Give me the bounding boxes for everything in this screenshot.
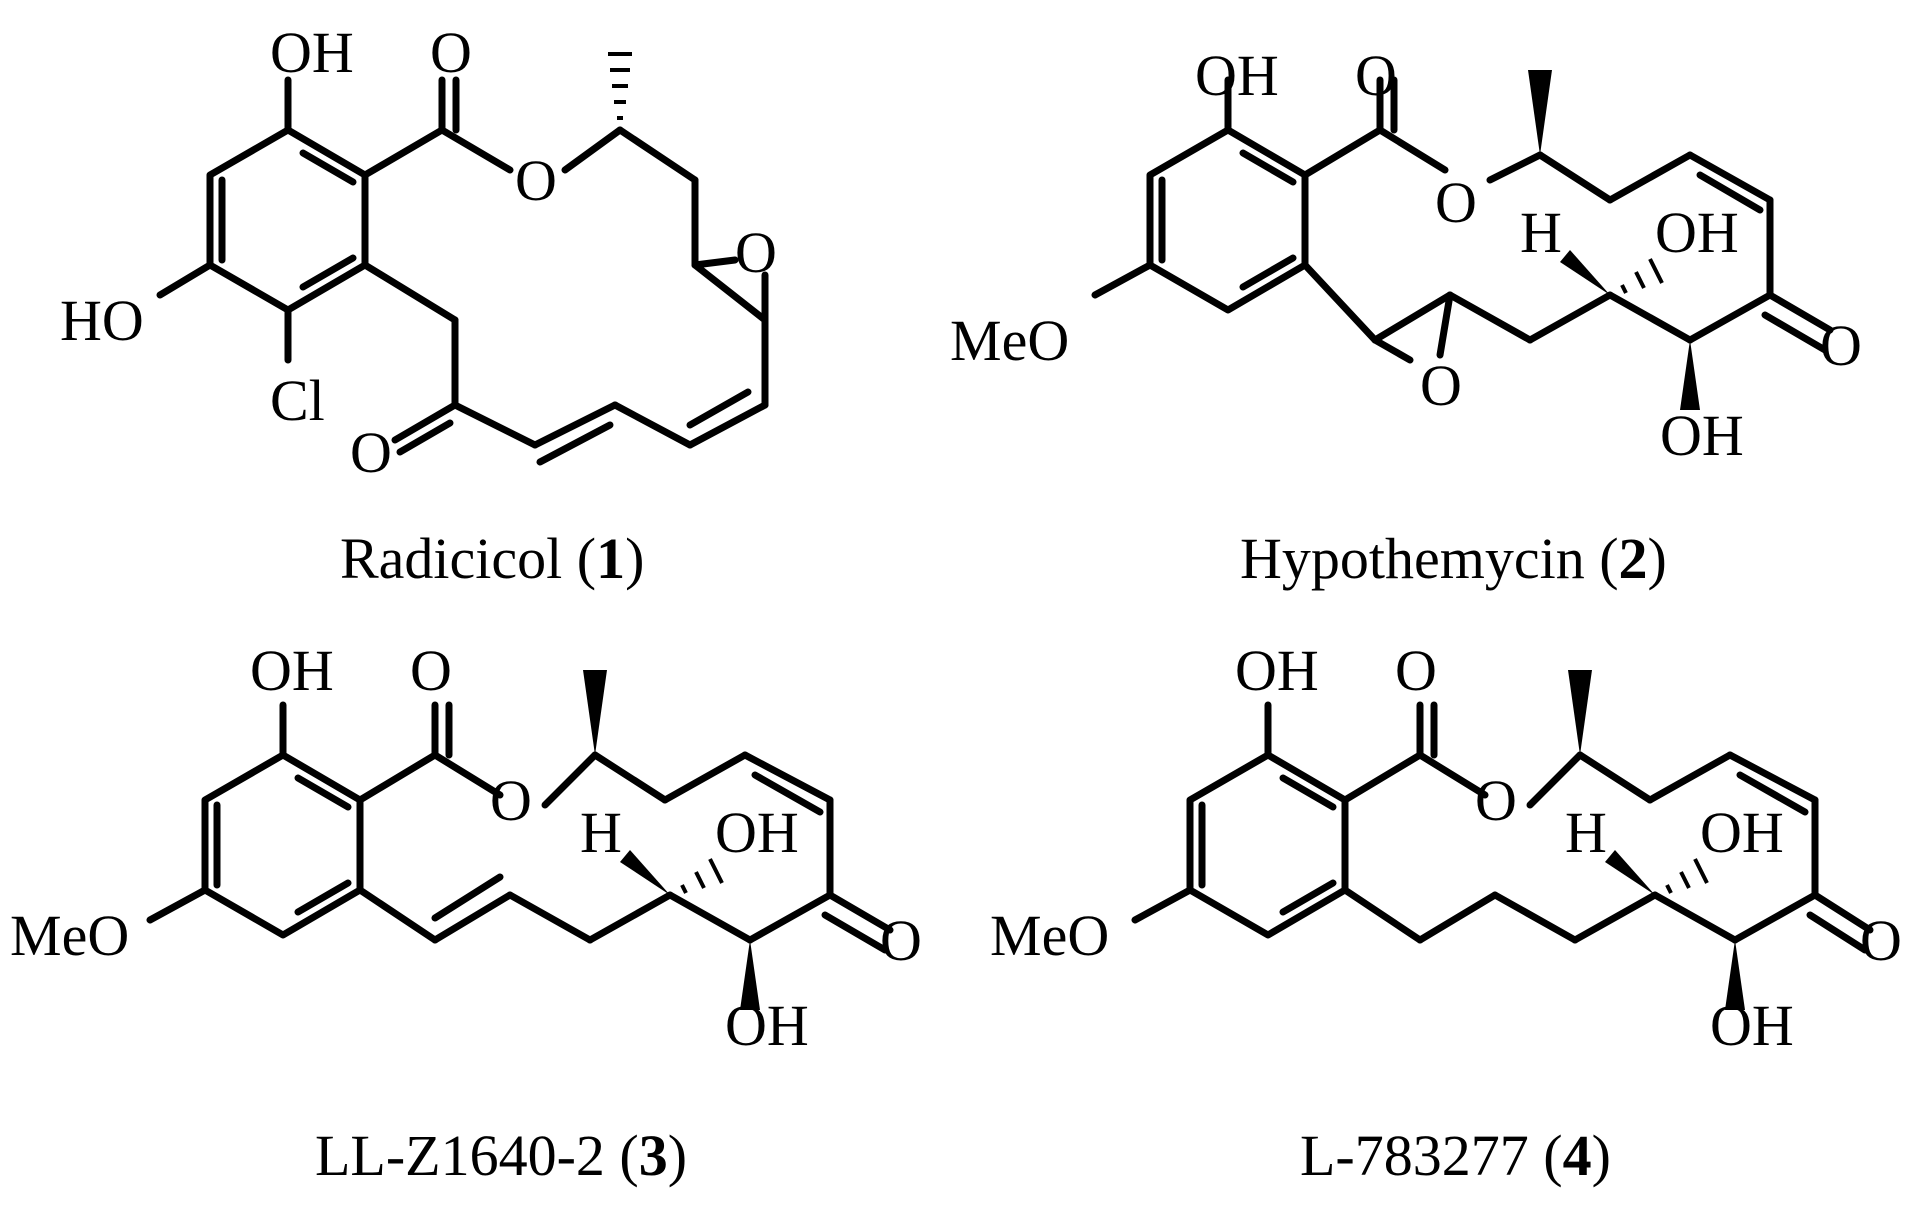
carbonyl-oxygen-label: O [1395, 638, 1437, 703]
ketone-oxygen-label: O [880, 908, 922, 973]
compound-number: 2 [1619, 526, 1648, 591]
structure-radicicol: OH HO Cl O O O O Radicicol (1) [60, 20, 777, 591]
hydroxyl-label: OH [1710, 993, 1794, 1058]
hydrogen-label: H [1565, 800, 1607, 865]
ester-oxygen-label: O [1475, 768, 1517, 833]
structure-l-783277: OH MeO O O H OH O OH L-783277 (4) [990, 638, 1902, 1188]
ketone-oxygen-label: O [350, 420, 392, 485]
hydroxyl-label: OH [250, 638, 334, 703]
compound-name: Radicicol [340, 526, 562, 591]
methoxy-label: MeO [990, 903, 1109, 968]
ketone-oxygen-label: O [1820, 313, 1862, 378]
compound-number: 3 [639, 1123, 668, 1188]
compound-number: 4 [1563, 1123, 1592, 1188]
ester-oxygen-label: O [490, 768, 532, 833]
compound-number: 1 [596, 526, 625, 591]
compound-name: L-783277 [1300, 1123, 1529, 1188]
ketone-oxygen-label: O [1860, 908, 1902, 973]
compound-name: LL-Z1640-2 [315, 1123, 605, 1188]
hydroxyl-label: HO [60, 288, 144, 353]
compound-caption: L-783277 (4) [1300, 1123, 1611, 1188]
carbonyl-oxygen-label: O [430, 20, 472, 85]
hydroxyl-label: OH [715, 800, 799, 865]
hydroxyl-label: OH [1660, 403, 1744, 468]
hydrogen-label: H [1520, 200, 1562, 265]
methoxy-label: MeO [950, 308, 1069, 373]
hydrogen-label: H [580, 800, 622, 865]
epoxide-oxygen-label: O [735, 220, 777, 285]
ester-oxygen-label: O [515, 148, 557, 213]
methoxy-label: MeO [10, 903, 129, 968]
compound-caption: Hypothemycin (2) [1240, 526, 1667, 591]
hydroxyl-label: OH [725, 993, 809, 1058]
carbonyl-oxygen-label: O [1355, 43, 1397, 108]
ester-oxygen-label: O [1435, 170, 1477, 235]
compound-name: Hypothemycin [1240, 526, 1585, 591]
carbonyl-oxygen-label: O [410, 638, 452, 703]
chlorine-label: Cl [270, 368, 325, 433]
hydroxyl-label: OH [1235, 638, 1319, 703]
epoxide-oxygen-label: O [1420, 353, 1462, 418]
hydroxyl-label: OH [1700, 800, 1784, 865]
hydroxyl-label: OH [1655, 200, 1739, 265]
structure-ll-z1640-2: OH MeO O O H OH O OH LL-Z1640-2 (3) [10, 638, 922, 1188]
compound-caption: Radicicol (1) [340, 526, 644, 591]
hydroxyl-label: OH [270, 20, 354, 85]
hydroxyl-label: OH [1195, 43, 1279, 108]
structure-hypothemycin: OH MeO O O H OH O OH O Hypothemycin (2) [950, 43, 1862, 591]
compound-caption: LL-Z1640-2 (3) [315, 1123, 687, 1188]
